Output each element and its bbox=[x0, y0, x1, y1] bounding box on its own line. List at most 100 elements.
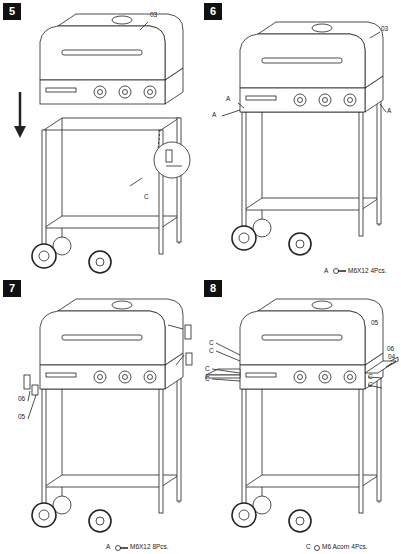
callout-label: 03 bbox=[150, 12, 157, 19]
thermometer bbox=[312, 24, 332, 32]
callout-text: M6 Acorn 4Pcs. bbox=[322, 543, 368, 550]
callout-text: M6X12 4Pcs. bbox=[348, 267, 387, 274]
leader-line bbox=[380, 104, 386, 112]
cart-frame bbox=[232, 100, 381, 255]
leader-line bbox=[28, 395, 36, 419]
control-panel bbox=[240, 88, 365, 112]
bolt-head bbox=[116, 546, 121, 551]
leader-line bbox=[168, 325, 183, 329]
callout-text: C bbox=[209, 339, 214, 346]
leader-line bbox=[238, 103, 244, 108]
control-knob-cap bbox=[123, 375, 128, 380]
callout-text: 03 bbox=[381, 25, 388, 32]
control-knob bbox=[119, 86, 131, 98]
callout-label: C bbox=[205, 366, 210, 373]
side-bracket bbox=[24, 375, 30, 389]
lid-front bbox=[40, 311, 165, 365]
control-knob bbox=[294, 371, 306, 383]
callout-text: C bbox=[368, 381, 373, 388]
wheel-hub bbox=[239, 510, 249, 520]
callout-label: M6 Acorn 4Pcs. bbox=[322, 544, 368, 551]
control-knob-cap bbox=[148, 90, 153, 95]
front-leg bbox=[359, 389, 363, 513]
bolt-shaft bbox=[338, 270, 346, 272]
step-panel bbox=[222, 22, 386, 274]
lid-front bbox=[40, 26, 165, 80]
callout-label: A bbox=[226, 96, 230, 103]
control-knob-cap bbox=[323, 98, 328, 103]
wheel bbox=[89, 251, 111, 273]
callout-label: M6X12 8Pcs. bbox=[130, 544, 169, 551]
front-leg bbox=[42, 130, 46, 254]
ignition-slot bbox=[46, 373, 76, 377]
callout-text: A bbox=[226, 95, 230, 102]
side-shelf-top bbox=[365, 361, 396, 373]
side-shelf bbox=[206, 369, 240, 375]
grill-head bbox=[40, 14, 183, 104]
control-knob bbox=[94, 86, 106, 98]
callout-label: 03 bbox=[381, 26, 388, 33]
callout-text: C bbox=[205, 375, 210, 382]
callout-label: 06 bbox=[18, 396, 25, 403]
callout-text: 06 bbox=[18, 395, 25, 402]
step-number: 8 bbox=[204, 280, 222, 297]
cart-frame bbox=[32, 377, 181, 532]
control-knob bbox=[294, 94, 306, 106]
ignition-slot bbox=[46, 88, 76, 92]
control-knob-cap bbox=[98, 90, 103, 95]
step-panel bbox=[206, 299, 398, 551]
callout-label: C bbox=[209, 348, 214, 355]
callout-text: 03 bbox=[150, 11, 157, 18]
control-panel bbox=[240, 365, 365, 389]
lid-handle bbox=[62, 335, 142, 340]
callout-text: C bbox=[368, 373, 373, 380]
control-knob-cap bbox=[148, 375, 153, 380]
control-knob bbox=[319, 94, 331, 106]
leader-line bbox=[212, 379, 240, 381]
front-leg bbox=[159, 389, 163, 513]
callout-label: 06 bbox=[387, 346, 394, 353]
callout-text: 06 bbox=[387, 345, 394, 352]
leader-line bbox=[386, 363, 392, 367]
wheel bbox=[232, 503, 256, 527]
leader-line bbox=[176, 355, 184, 365]
wheel-hub bbox=[39, 251, 49, 261]
leader-line bbox=[212, 369, 240, 373]
back-leg bbox=[177, 118, 181, 242]
callout-label: 05 bbox=[371, 320, 378, 327]
callout-label: A bbox=[324, 268, 328, 275]
callout-label: A bbox=[106, 544, 110, 551]
callout-label: C bbox=[209, 340, 214, 347]
step-number: 7 bbox=[3, 280, 21, 297]
callout-label: 04 bbox=[388, 354, 395, 361]
callout-text: A bbox=[212, 111, 216, 118]
detail-rail bbox=[166, 166, 182, 167]
step-panel bbox=[24, 299, 192, 551]
direction-arrow bbox=[19, 92, 22, 128]
wheel bbox=[89, 510, 111, 532]
top-rail bbox=[44, 118, 179, 130]
side-bracket bbox=[32, 385, 38, 395]
front-leg bbox=[242, 112, 246, 236]
lid-front bbox=[240, 34, 365, 88]
callout-text: M6X12 8Pcs. bbox=[130, 543, 169, 550]
bolt-head bbox=[334, 269, 339, 274]
callout-label: C bbox=[205, 376, 210, 383]
control-knob bbox=[144, 371, 156, 383]
callout-label: C bbox=[306, 544, 311, 551]
control-knob-cap bbox=[123, 90, 128, 95]
control-knob-cap bbox=[323, 375, 328, 380]
wheel-hub bbox=[39, 510, 49, 520]
callout-label: M6X12 4Pcs. bbox=[348, 268, 387, 275]
wheel bbox=[32, 244, 56, 268]
wheel-hub bbox=[239, 233, 249, 243]
arrow-head bbox=[14, 126, 26, 138]
front-leg bbox=[359, 112, 363, 236]
grill-head bbox=[240, 22, 383, 112]
control-knob bbox=[319, 371, 331, 383]
control-knob-cap bbox=[98, 375, 103, 380]
leader-line bbox=[28, 391, 30, 401]
callout-text: C bbox=[144, 193, 149, 200]
